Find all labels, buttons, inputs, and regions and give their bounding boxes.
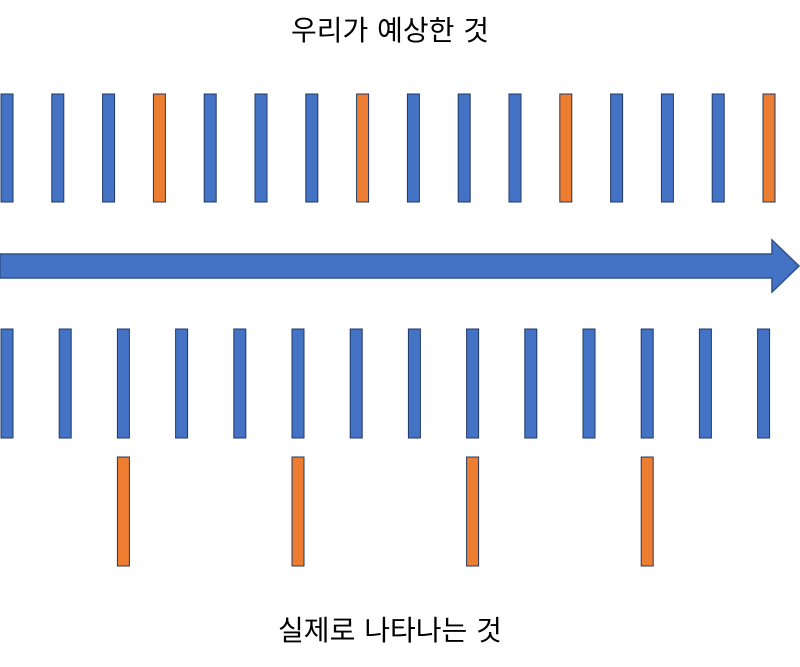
expected-bar (102, 93, 116, 203)
expected-bar (0, 93, 14, 203)
actual-bar (233, 328, 247, 439)
expected-bar (51, 93, 65, 203)
expected-bar (610, 93, 624, 203)
actual-title: 실제로 나타나는 것 (278, 614, 502, 647)
expected-title: 우리가 예상한 것 (291, 14, 489, 47)
expected-bar (305, 93, 319, 203)
expected-bar (254, 93, 268, 203)
actual-bar (349, 328, 363, 439)
actual-bar (698, 328, 712, 439)
actual-bar (466, 328, 480, 439)
expected-bar (203, 93, 217, 203)
actual-offset-row (116, 456, 654, 567)
expected-bar (406, 93, 420, 203)
actual-bar (524, 328, 538, 439)
actual-bar (58, 328, 72, 439)
expected-highlight-bar (762, 93, 776, 203)
actual-bar (0, 328, 14, 439)
actual-offset-bar (640, 456, 654, 567)
expected-highlight-bar (559, 93, 573, 203)
expected-row (0, 93, 776, 203)
actual-offset-bar (116, 456, 130, 567)
actual-row (0, 328, 771, 439)
expected-bar (508, 93, 522, 203)
expected-highlight-bar (356, 93, 370, 203)
expected-bar (457, 93, 471, 203)
actual-offset-bar (291, 456, 305, 567)
actual-offset-bar (466, 456, 480, 567)
actual-bar (582, 328, 596, 439)
expected-bar (711, 93, 725, 203)
actual-bar (407, 328, 421, 439)
actual-bar (175, 328, 189, 439)
actual-bar (116, 328, 130, 439)
actual-bar (640, 328, 654, 439)
expected-highlight-bar (152, 93, 166, 203)
actual-bar (291, 328, 305, 439)
timeline-arrow (0, 238, 800, 294)
actual-bar (757, 328, 771, 439)
expected-bar (660, 93, 674, 203)
